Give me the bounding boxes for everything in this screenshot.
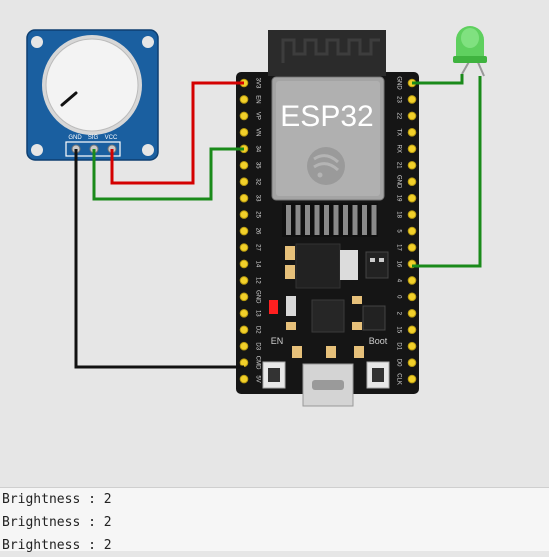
esp32-pin-label: 35 xyxy=(254,162,260,169)
green-led[interactable] xyxy=(453,26,487,77)
esp32-pin-label: 14 xyxy=(254,261,260,268)
esp32-pin-label: EN xyxy=(254,95,260,103)
esp32-pin-right-5[interactable] xyxy=(407,226,417,236)
esp32-pin-left-32[interactable] xyxy=(239,177,249,186)
esp32-pin-right-clk[interactable] xyxy=(407,374,417,384)
esp32-pin-label: 33 xyxy=(254,195,260,202)
circuit-canvas: GND SIG VCC ESP32 xyxy=(26,26,487,407)
power-led xyxy=(269,300,278,314)
esp32-pin-left-25[interactable] xyxy=(239,210,249,219)
boot-button-label: Boot xyxy=(369,336,388,346)
esp32-pin-right-4[interactable] xyxy=(407,276,417,285)
esp32-pin-left-5v[interactable] xyxy=(239,374,249,384)
esp32-pin-label: 25 xyxy=(254,211,260,218)
esp32-pin-left-cmd[interactable] xyxy=(239,358,249,367)
esp32-pin-label: D0 xyxy=(395,359,401,367)
esp32-pin-right-15[interactable] xyxy=(407,325,417,335)
esp32-pin-label: 4 xyxy=(395,279,401,283)
serial-line: Brightness : 2 xyxy=(2,515,112,530)
esp32-pin-label: 17 xyxy=(395,244,401,251)
wire-led-pin5[interactable] xyxy=(412,76,482,268)
esp32-pin-left-vp[interactable] xyxy=(239,111,249,121)
serial-monitor[interactable]: Brightness : 2 Brightness : 2 Brightness… xyxy=(0,487,549,553)
esp32-pin-right-tx[interactable] xyxy=(407,128,417,137)
wire-sig-34[interactable] xyxy=(92,147,244,201)
esp32-pin-label: 19 xyxy=(395,195,401,202)
esp32-pin-right-18[interactable] xyxy=(407,210,417,219)
esp32-pin-label: VN xyxy=(254,128,260,136)
wire-gnd[interactable] xyxy=(74,149,244,369)
usb-uart-chip xyxy=(311,299,345,333)
wire-vcc-3v3[interactable] xyxy=(110,81,244,185)
esp32-pin-label: 16 xyxy=(395,261,401,268)
serial-line: Brightness : 2 xyxy=(2,492,112,507)
esp32-pin-label: 5V xyxy=(254,375,260,382)
esp32-pin-label: GND xyxy=(395,76,401,90)
esp32-pin-left-gnd[interactable] xyxy=(239,292,249,302)
esp32-pin-left-27[interactable] xyxy=(239,243,249,252)
esp32-pin-label: 3V3 xyxy=(254,78,260,89)
esp32-pin-label: 18 xyxy=(395,211,401,218)
potentiometer-knob[interactable] xyxy=(45,38,139,132)
esp32-pin-right-d0[interactable] xyxy=(407,358,417,367)
esp32-pin-label: TX xyxy=(395,129,401,137)
wires xyxy=(74,74,482,369)
esp32-pin-right-19[interactable] xyxy=(407,193,417,203)
pot-pin-label-gnd: GND xyxy=(68,135,82,141)
potentiometer[interactable]: GND SIG VCC xyxy=(26,29,159,161)
esp32-pin-left-vn[interactable] xyxy=(239,128,249,137)
esp32-pin-right-0[interactable] xyxy=(407,292,417,302)
esp32-pin-label: VP xyxy=(254,112,260,120)
esp32-pin-left-33[interactable] xyxy=(239,193,249,203)
en-button-label: EN xyxy=(271,336,284,346)
esp32-pin-right-d1[interactable] xyxy=(407,341,417,351)
esp32-pin-label: CLK xyxy=(395,373,401,385)
esp32-pin-label: D2 xyxy=(254,326,260,334)
esp32-pin-right-gnd[interactable] xyxy=(407,177,417,186)
esp32-pin-label: 32 xyxy=(254,178,260,185)
esp32-title: ESP32 xyxy=(280,100,373,133)
esp32-pin-left-14[interactable] xyxy=(239,259,249,269)
shield-pins xyxy=(286,205,377,235)
esp32-pin-label: RX xyxy=(395,145,401,153)
esp32-pin-label: 5 xyxy=(395,229,401,233)
esp32-pin-label: 2 xyxy=(395,312,401,316)
esp32-pin-label: 13 xyxy=(254,310,260,317)
esp32-pin-label: 34 xyxy=(254,145,260,152)
esp32-pin-label: D1 xyxy=(395,342,401,350)
esp32-pin-left-d3[interactable] xyxy=(239,341,249,351)
espressif-logo-icon xyxy=(307,147,345,185)
esp32-pin-right-23[interactable] xyxy=(407,95,417,104)
esp32-pin-label: 12 xyxy=(254,277,260,284)
esp32-pin-label: 0 xyxy=(395,295,401,299)
esp32-pin-label: 22 xyxy=(395,113,401,120)
esp32-pin-left-26[interactable] xyxy=(239,226,249,236)
esp32-pin-label: GND xyxy=(395,175,401,189)
esp32-pin-label: 21 xyxy=(395,162,401,169)
esp32-pin-label: 15 xyxy=(395,326,401,333)
pot-pin-label-vcc: VCC xyxy=(105,135,118,141)
esp32-pin-right-rx[interactable] xyxy=(407,144,417,154)
esp32-pin-left-13[interactable] xyxy=(239,309,249,318)
wire-led-gnd[interactable] xyxy=(412,74,464,85)
esp32-pin-label: D3 xyxy=(254,342,260,350)
esp32-board[interactable]: ESP32 EN Boot xyxy=(236,30,419,407)
esp32-pin-right-21[interactable] xyxy=(407,160,417,170)
esp32-pin-label: 27 xyxy=(254,244,260,251)
esp32-pin-left-12[interactable] xyxy=(239,276,249,285)
serial-line: Brightness : 2 xyxy=(2,538,112,553)
esp32-pin-left-d2[interactable] xyxy=(239,325,249,335)
esp32-pin-label: GND xyxy=(254,290,260,304)
esp32-pin-right-2[interactable] xyxy=(407,309,417,318)
esp32-pin-right-22[interactable] xyxy=(407,111,417,121)
esp32-pin-left-35[interactable] xyxy=(239,160,249,170)
esp32-pin-label: 23 xyxy=(395,96,401,103)
esp32-pin-label: 26 xyxy=(254,228,260,235)
esp32-pin-right-17[interactable] xyxy=(407,243,417,252)
voltage-regulator xyxy=(295,243,341,289)
esp32-pin-left-en[interactable] xyxy=(239,95,249,104)
esp32-pin-label: CMD xyxy=(254,356,260,370)
potentiometer-indicator xyxy=(60,91,78,107)
pot-pin-label-sig: SIG xyxy=(88,135,99,141)
